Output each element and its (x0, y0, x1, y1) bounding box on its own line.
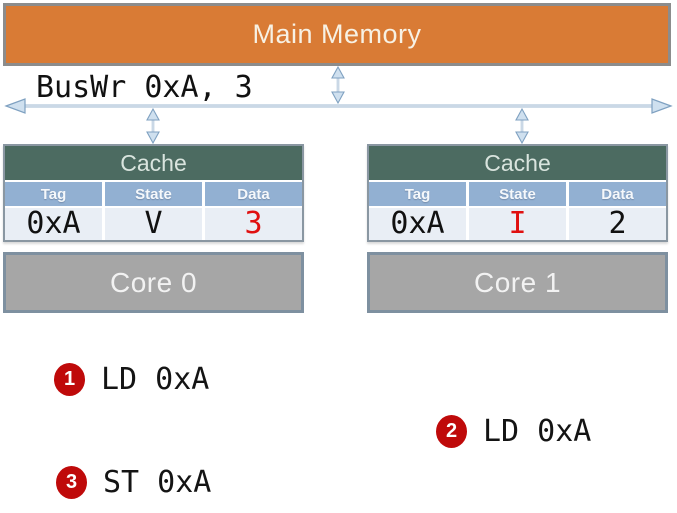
core0-label: Core 0 (109, 266, 198, 298)
bus-line (4, 98, 673, 114)
cache0-header-row: Tag State Data (5, 180, 302, 206)
cache1-data-row: 0xA I 2 (369, 206, 666, 240)
cache1-state-value: I (469, 208, 566, 240)
cache1-col-state: State (469, 182, 566, 206)
cache0-bus-arrow (146, 107, 160, 145)
cache0-col-state: State (105, 182, 202, 206)
cache0-data-row: 0xA V 3 (5, 206, 302, 240)
step-2: 2 LD 0xA (436, 414, 591, 449)
core1-label: Core 1 (473, 266, 562, 298)
cache0-col-data: Data (205, 182, 302, 206)
cache0-title: Cache (5, 146, 302, 180)
cache1-bus-arrow (515, 107, 529, 145)
cache1-col-tag: Tag (369, 182, 466, 206)
step-3: 3 ST 0xA (56, 465, 211, 500)
cache1-data-value: 2 (569, 208, 666, 240)
core1-box: Core 1 (367, 252, 668, 313)
memory-bus-arrow (331, 65, 345, 105)
cache1-box: Cache Tag State Data 0xA I 2 (367, 144, 668, 242)
step-2-instruction: LD 0xA (483, 414, 592, 449)
step-3-instruction: ST 0xA (103, 465, 212, 500)
step-1: 1 LD 0xA (54, 362, 209, 397)
cache0-box: Cache Tag State Data 0xA V 3 (3, 144, 304, 242)
cache0-data-value: 3 (205, 208, 302, 240)
main-memory-label: Main Memory (252, 19, 422, 49)
cache0-col-tag: Tag (5, 182, 102, 206)
cache0-tag-value: 0xA (5, 208, 102, 240)
core0-box: Core 0 (3, 252, 304, 313)
cache0-state-value: V (105, 208, 202, 240)
step-2-badge: 2 (436, 415, 467, 448)
bus-transaction-label: BusWr 0xA, 3 (36, 70, 253, 105)
cache1-tag-value: 0xA (369, 208, 466, 240)
cache1-title: Cache (369, 146, 666, 180)
cache1-col-data: Data (569, 182, 666, 206)
step-1-instruction: LD 0xA (101, 362, 210, 397)
step-3-badge: 3 (56, 466, 87, 499)
main-memory-box: Main Memory (3, 3, 671, 66)
cache1-header-row: Tag State Data (369, 180, 666, 206)
step-1-badge: 1 (54, 363, 85, 396)
